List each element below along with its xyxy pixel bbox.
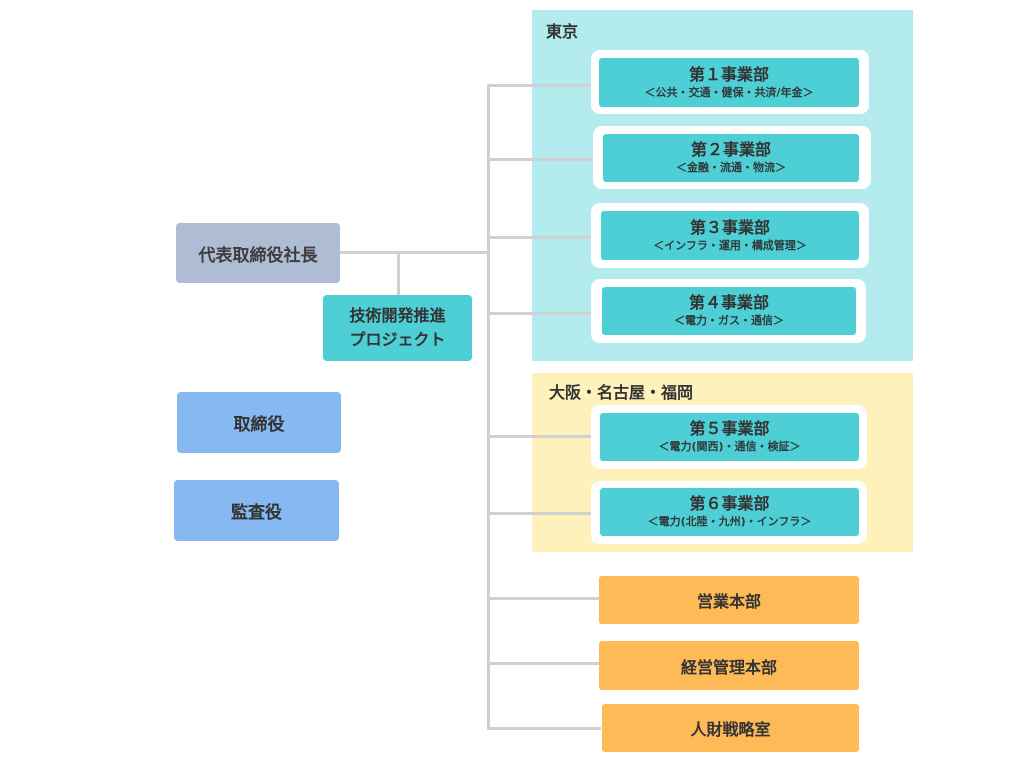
executive-box: 代表取締役社長 [176, 223, 340, 283]
department-2-name: 第２事業部 [690, 140, 771, 159]
connector-branch-dept3 [487, 236, 594, 239]
hr-strategy-label: 人財戦略室 [690, 720, 771, 739]
hr-strategy-box: 人財戦略室 [602, 704, 859, 752]
department-1-box: 第１事業部 ＜公共・交通・健保・共済/年金＞ [599, 58, 859, 107]
connector-branch-dept6 [487, 512, 594, 515]
department-4-box: 第４事業部 ＜電力・ガス・通信＞ [602, 287, 856, 335]
department-5-sub: ＜電力(関西)・通信・検証＞ [658, 440, 801, 453]
department-5-box: 第５事業部 ＜電力(関西)・通信・検証＞ [600, 413, 859, 461]
directors-label: 取締役 [233, 415, 285, 435]
connector-branch-dept2 [487, 158, 594, 161]
region-tokyo-label: 東京 [546, 22, 579, 41]
project-line1: 技術開発推進 [349, 306, 446, 325]
department-5-name: 第５事業部 [689, 419, 770, 438]
department-4-sub: ＜電力・ガス・通信＞ [674, 314, 784, 327]
department-1-sub: ＜公共・交通・健保・共済/年金＞ [644, 85, 814, 99]
department-4-name: 第４事業部 [688, 293, 769, 312]
auditors-label: 監査役 [231, 503, 282, 523]
sales-hq-label: 営業本部 [696, 592, 761, 611]
connector-branch-dept4 [487, 312, 594, 315]
department-3-name: 第３事業部 [689, 217, 770, 237]
management-hq-box: 経営管理本部 [599, 641, 859, 690]
region-osaka-label: 大阪・名古屋・福岡 [549, 383, 694, 402]
department-3-box: 第３事業部 ＜インフラ・運用・構成管理＞ [601, 211, 859, 260]
project-line2: プロジェクト [349, 330, 446, 349]
connector-branch-dept5 [487, 435, 594, 438]
department-1-name: 第１事業部 [688, 64, 769, 84]
project-box: 技術開発推進 プロジェクト [323, 295, 472, 361]
management-hq-label: 経営管理本部 [680, 657, 777, 677]
department-2-sub: ＜金融・流通・物流＞ [676, 161, 786, 174]
connector-exec-to-trunk [338, 251, 490, 254]
connector-branch-hr [487, 727, 601, 730]
connector-branch-sales [487, 597, 599, 600]
connector-branch-management [487, 662, 599, 665]
department-6-box: 第６事業部 ＜電力(北陸・九州)・インフラ＞ [600, 488, 859, 536]
department-3-sub: ＜インフラ・運用・構成管理＞ [653, 238, 807, 252]
sales-hq-box: 営業本部 [599, 576, 859, 624]
connector-project-drop [397, 253, 400, 296]
auditors-box: 監査役 [174, 480, 339, 541]
executive-title: 代表取締役社長 [198, 245, 318, 266]
directors-box: 取締役 [177, 392, 341, 453]
connector-branch-dept1 [487, 84, 594, 87]
department-6-name: 第６事業部 [689, 494, 770, 513]
department-2-box: 第２事業部 ＜金融・流通・物流＞ [603, 134, 859, 182]
connector-trunk [487, 84, 490, 730]
department-6-sub: ＜電力(北陸・九州)・インフラ＞ [647, 515, 812, 528]
